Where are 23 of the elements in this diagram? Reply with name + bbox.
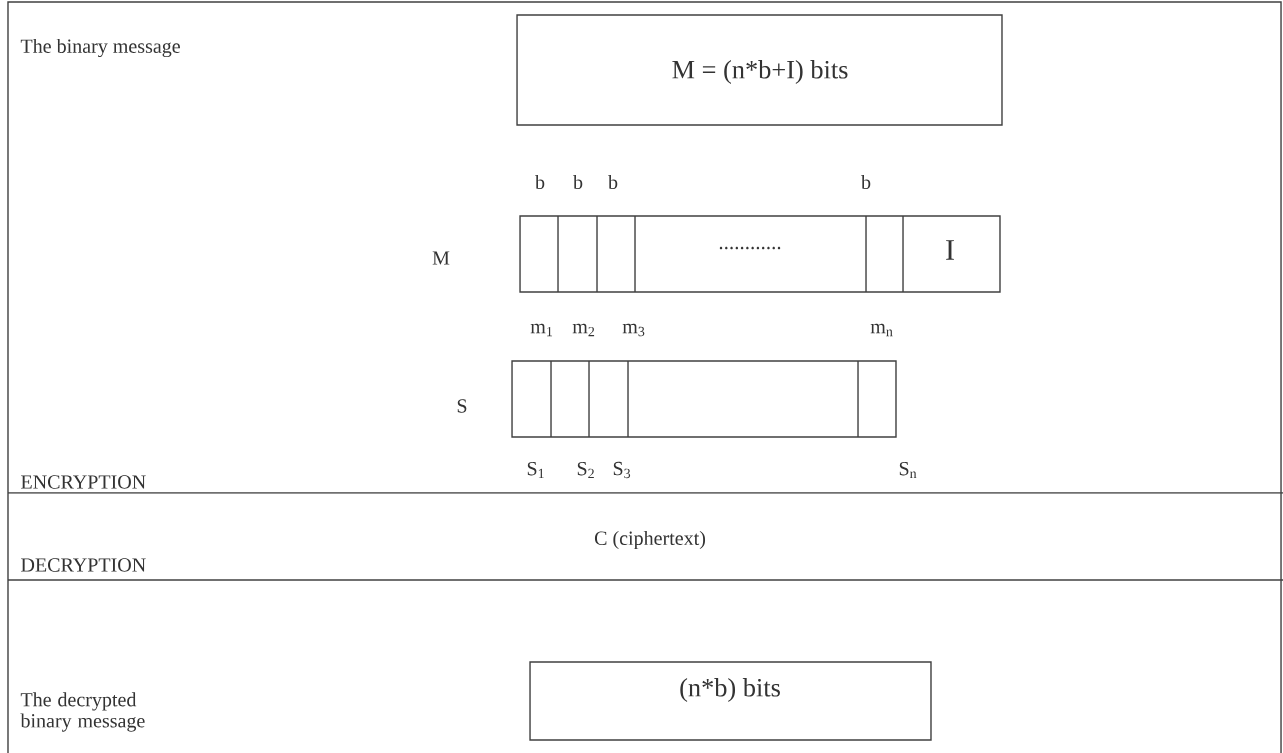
row-label: ENCRYPTION (21, 475, 146, 489)
bit-label: C (ciphertext) (594, 530, 706, 550)
bit-label: m$_{n}$ (870, 323, 893, 337)
bit-label: S$_{1}$ (527, 461, 544, 479)
row-label: DECRYPTION (21, 558, 146, 572)
bit-label: b (535, 174, 545, 190)
row-label: M (432, 251, 450, 265)
bit-label: m$_{2}$ (572, 323, 595, 337)
bit-label: S$_{2}$ (577, 461, 594, 479)
bit-label: b (608, 174, 618, 190)
bit-label: m$_{3}$ (622, 323, 645, 337)
bit-label: S$_{3}$ (613, 461, 631, 479)
bit-bar: ............ I (519, 215, 1001, 293)
row-label: The decrypted binary message (20, 692, 145, 732)
bit-bar (511, 360, 897, 438)
bit-label: b (861, 174, 871, 190)
bit-label: m$_{1}$ (530, 323, 553, 337)
row-label: S (457, 399, 467, 413)
message-box: (n*b) bits (529, 661, 932, 741)
bit-label: b (573, 174, 583, 190)
message-box: M = (n*b+I) bits (516, 14, 1003, 126)
row-label: The binary message (20, 38, 180, 58)
bit-label: S$_{n}$ (899, 461, 917, 479)
